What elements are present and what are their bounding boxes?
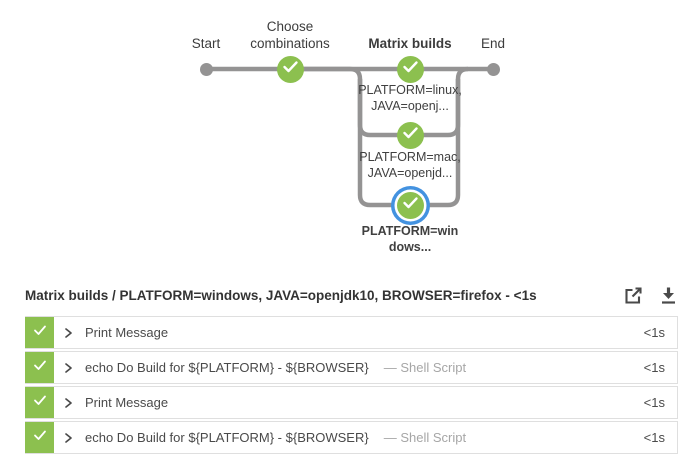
step-row[interactable]: echo Do Build for ${PLATFORM} - ${BROWSE… [25, 421, 678, 454]
step-success-bar [25, 352, 54, 383]
step-main: Print Message <1s [54, 387, 677, 418]
stage-label-start: Start [191, 36, 221, 51]
step-main: echo Do Build for ${PLATFORM} - ${BROWSE… [54, 422, 677, 453]
success-check-icon [277, 53, 304, 85]
branch-label-mac[interactable]: PLATFORM=mac, JAVA=openjd... [359, 150, 461, 180]
chevron-right-icon[interactable] [64, 327, 73, 339]
success-check-icon [32, 427, 48, 448]
step-label: Print Message [85, 325, 169, 340]
branch-label-windows[interactable]: PLATFORM=windows... [361, 224, 459, 254]
step-success-bar [25, 422, 54, 453]
chevron-right-icon[interactable] [64, 362, 73, 374]
node-branch-windows-selected[interactable] [396, 189, 424, 221]
step-duration: <1s [643, 360, 665, 375]
pipeline-graph: Start Choose combinations Matrix builds … [191, 19, 506, 254]
detail-header: Matrix builds / PLATFORM=windows, JAVA=o… [25, 282, 678, 308]
step-row[interactable]: echo Do Build for ${PLATFORM} - ${BROWSE… [25, 351, 678, 384]
success-check-icon [32, 322, 48, 343]
download-log-icon[interactable] [659, 285, 678, 305]
step-duration: <1s [643, 430, 665, 445]
node-branch-mac[interactable] [396, 119, 424, 151]
end-node-dot[interactable] [486, 62, 500, 76]
detail-title: Matrix builds / PLATFORM=windows, JAVA=o… [25, 287, 537, 303]
step-success-bar [25, 387, 54, 418]
success-check-icon [32, 392, 48, 413]
header-actions [623, 285, 678, 306]
step-main: echo Do Build for ${PLATFORM} - ${BROWSE… [54, 352, 677, 383]
step-sublabel: — Shell Script [383, 430, 467, 445]
step-duration: <1s [643, 395, 665, 410]
step-success-bar [25, 317, 54, 348]
open-in-new-tab-icon[interactable] [623, 285, 644, 306]
stage-label-choose-combinations: Choose combinations [250, 19, 330, 51]
step-label: echo Do Build for ${PLATFORM} - ${BROWSE… [85, 430, 369, 445]
success-check-icon [32, 357, 48, 378]
chevron-right-icon[interactable] [64, 432, 73, 444]
chevron-right-icon[interactable] [64, 397, 73, 409]
step-label: echo Do Build for ${PLATFORM} - ${BROWSE… [85, 360, 369, 375]
node-choose-combinations[interactable] [276, 53, 304, 85]
step-list: Print Message <1s echo Do Build for ${PL… [25, 316, 678, 454]
branch-label-linux[interactable]: PLATFORM=linux, JAVA=openj... [358, 83, 462, 113]
node-branch-linux[interactable] [396, 53, 424, 85]
step-sublabel: — Shell Script [383, 360, 467, 375]
step-row[interactable]: Print Message <1s [25, 386, 678, 419]
stage-label-end: End [480, 36, 506, 51]
step-row[interactable]: Print Message <1s [25, 316, 678, 349]
step-duration: <1s [643, 325, 665, 340]
success-check-icon [397, 189, 424, 221]
stage-label-matrix-builds: Matrix builds [368, 36, 452, 51]
start-node-dot[interactable] [199, 62, 213, 76]
step-main: Print Message <1s [54, 317, 677, 348]
success-check-icon [397, 119, 424, 151]
step-label: Print Message [85, 395, 169, 410]
success-check-icon [397, 53, 424, 85]
step-detail-section: Matrix builds / PLATFORM=windows, JAVA=o… [25, 282, 678, 454]
